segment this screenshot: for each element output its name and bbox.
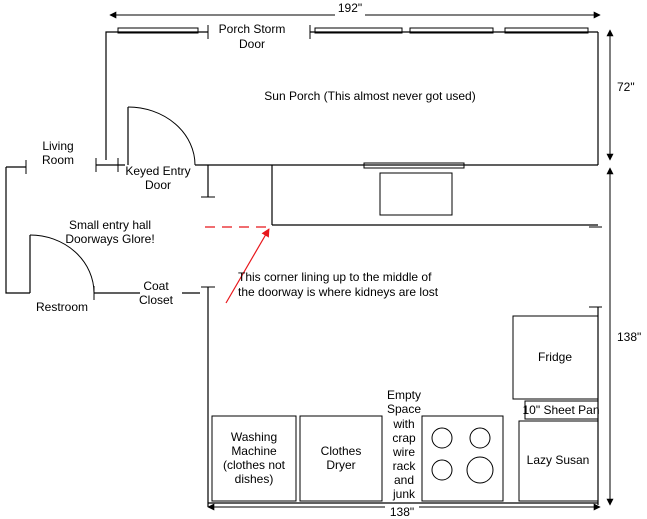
porch-window [504, 27, 589, 34]
svg-text:This corner lining up to the m: This corner lining up to the middle of [238, 270, 432, 284]
sun-porch-label: Sun Porch (This almost never got used) [264, 89, 475, 103]
dimension-right-upper-label: 72" [617, 80, 635, 94]
fridge-label: Fridge [538, 350, 572, 364]
washing-machine: Washing Machine (clothes not dishes) [211, 415, 297, 502]
annotation-text: This corner lining up to the middle of t… [238, 270, 439, 299]
dimension-right-upper: 72" [606, 29, 635, 161]
svg-text:the doorway is where kidneys a: the doorway is where kidneys are lost [238, 285, 439, 299]
svg-text:Living: Living [42, 139, 73, 153]
kidney-annotation-marker [205, 226, 270, 304]
svg-text:crap: crap [392, 431, 416, 445]
porch-house-wall [95, 158, 602, 228]
dimension-right-lower-label: 138" [617, 330, 641, 344]
dimension-top-label: 192" [338, 1, 362, 15]
clothes-dryer: Clothes Dryer [299, 415, 383, 502]
sheet-pan-cabinet: 10" Sheet Pan [523, 400, 600, 420]
svg-text:rack: rack [393, 459, 417, 473]
svg-text:with: with [392, 417, 414, 431]
left-walls [5, 160, 30, 294]
dimension-bottom-label: 138" [390, 505, 414, 519]
dimension-bottom: 138" [207, 503, 601, 519]
restroom-label: Restroom [36, 300, 88, 314]
porch-storm-door-label: Porch Storm Door [219, 22, 286, 51]
svg-text:Door: Door [239, 37, 265, 51]
svg-text:and: and [394, 473, 414, 487]
porch-window [314, 27, 403, 34]
svg-text:Coat: Coat [143, 279, 169, 293]
keyed-entry-door [127, 106, 196, 166]
svg-text:Doorways Glore!: Doorways Glore! [65, 232, 154, 246]
svg-text:Space: Space [387, 402, 421, 416]
keyed-entry-door-label: Keyed Entry Door [125, 164, 190, 192]
porch-window [117, 27, 199, 34]
svg-text:Porch Storm: Porch Storm [219, 22, 286, 36]
dimension-top: 192" [109, 1, 601, 19]
window [363, 162, 465, 169]
svg-text:Clothes: Clothes [321, 444, 362, 458]
burner [431, 459, 453, 481]
porch-window [409, 27, 494, 34]
svg-text:Door: Door [145, 178, 171, 192]
burner [431, 427, 453, 449]
svg-text:Small entry hall: Small entry hall [69, 218, 151, 232]
living-room-label: Living Room [42, 139, 74, 167]
svg-text:(clothes not: (clothes not [223, 458, 286, 472]
sun-porch-walls [105, 25, 599, 165]
entry-hall-label: Small entry hall Doorways Glore! [65, 218, 154, 246]
sink [379, 172, 453, 216]
stove [421, 415, 504, 502]
empty-space-label: Empty Space with crap wire rack and junk [387, 388, 421, 501]
svg-text:dishes): dishes) [235, 472, 274, 486]
dimension-right-lower: 138" [606, 167, 641, 506]
svg-text:Closet: Closet [139, 293, 174, 307]
svg-text:Empty: Empty [387, 388, 421, 402]
svg-text:Keyed Entry: Keyed Entry [125, 164, 190, 178]
lazy-susan: Lazy Susan [518, 420, 599, 502]
svg-text:junk: junk [392, 487, 416, 501]
coat-closet-label: Coat Closet [139, 279, 174, 307]
fridge: Fridge [512, 315, 599, 400]
svg-text:Machine: Machine [231, 444, 277, 458]
svg-text:wire: wire [392, 445, 415, 459]
svg-text:Washing: Washing [231, 430, 277, 444]
burner [466, 456, 494, 484]
restroom-door [29, 234, 200, 300]
lazy-susan-label: Lazy Susan [527, 453, 590, 467]
burner [469, 427, 491, 449]
sheet-pan-label: 10" Sheet Pan [523, 403, 600, 417]
svg-text:Dryer: Dryer [326, 458, 355, 472]
svg-text:Room: Room [42, 153, 74, 167]
